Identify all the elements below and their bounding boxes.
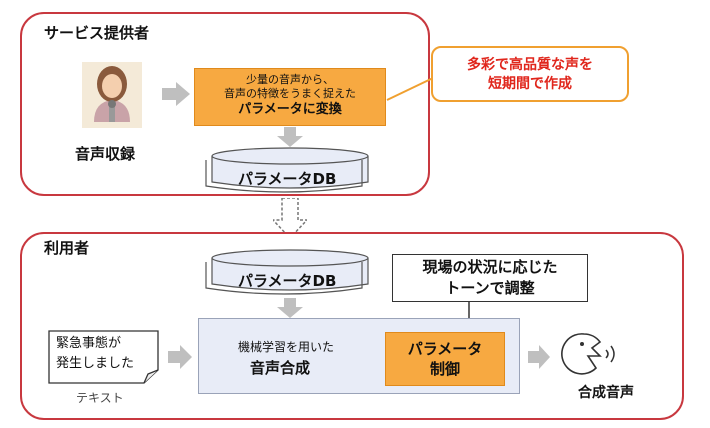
process-line-1: 少量の音声から、 bbox=[246, 73, 334, 86]
user-title: 利用者 bbox=[44, 239, 90, 257]
provider-parameter-db bbox=[205, 147, 369, 193]
doc-line-2: 発生しました bbox=[56, 356, 135, 371]
provider-title: サービス提供者 bbox=[44, 24, 150, 42]
arrow-down-icon bbox=[277, 298, 303, 318]
quality-callout: 多彩で高品質な声を 短期間で作成 bbox=[431, 46, 629, 102]
note-line-2: トーンで調整 bbox=[445, 279, 535, 297]
tone-adjust-note: 現場の状況に応じた トーンで調整 bbox=[392, 254, 588, 302]
doc-line-1: 緊急事態が bbox=[56, 336, 122, 351]
note-line-1: 現場の状況に応じた bbox=[422, 258, 558, 276]
callout-line-1: 多彩で高品質な声を bbox=[467, 57, 593, 73]
parameter-conversion-box: 少量の音声から、 音声の特徴をうまく捉えた パラメータに変換 bbox=[194, 68, 386, 126]
user-db-label: パラメータDB bbox=[238, 272, 337, 290]
control-line-1: パラメータ bbox=[407, 340, 483, 358]
transfer-arrow-icon bbox=[273, 198, 307, 238]
doc-caption: テキスト bbox=[76, 391, 124, 405]
synth-line-1: 機械学習を用いた bbox=[238, 340, 335, 354]
document-text: 緊急事態が 発生しました bbox=[56, 334, 134, 374]
recording-label: 音声収録 bbox=[75, 145, 136, 163]
person-icon bbox=[82, 62, 142, 128]
arrow-right-icon bbox=[528, 345, 550, 369]
callout-line-2: 短期間で作成 bbox=[488, 76, 572, 92]
synth-line-2: 音声合成 bbox=[250, 359, 311, 377]
process-line-3: パラメータに変換 bbox=[238, 102, 342, 117]
control-line-2: 制御 bbox=[429, 360, 460, 378]
arrow-right-icon bbox=[162, 82, 190, 106]
document-icon bbox=[48, 330, 159, 384]
arrow-down-icon bbox=[277, 127, 303, 147]
output-label: 合成音声 bbox=[578, 385, 634, 401]
parameter-control-box: パラメータ 制御 bbox=[385, 332, 505, 386]
arrow-right-icon bbox=[168, 345, 192, 369]
callout-connector bbox=[386, 77, 434, 101]
process-line-2: 音声の特徴をうまく捉えた bbox=[224, 87, 356, 100]
provider-db-label: パラメータDB bbox=[238, 170, 337, 188]
user-parameter-db bbox=[205, 249, 369, 295]
speaking-head-icon bbox=[561, 333, 615, 375]
